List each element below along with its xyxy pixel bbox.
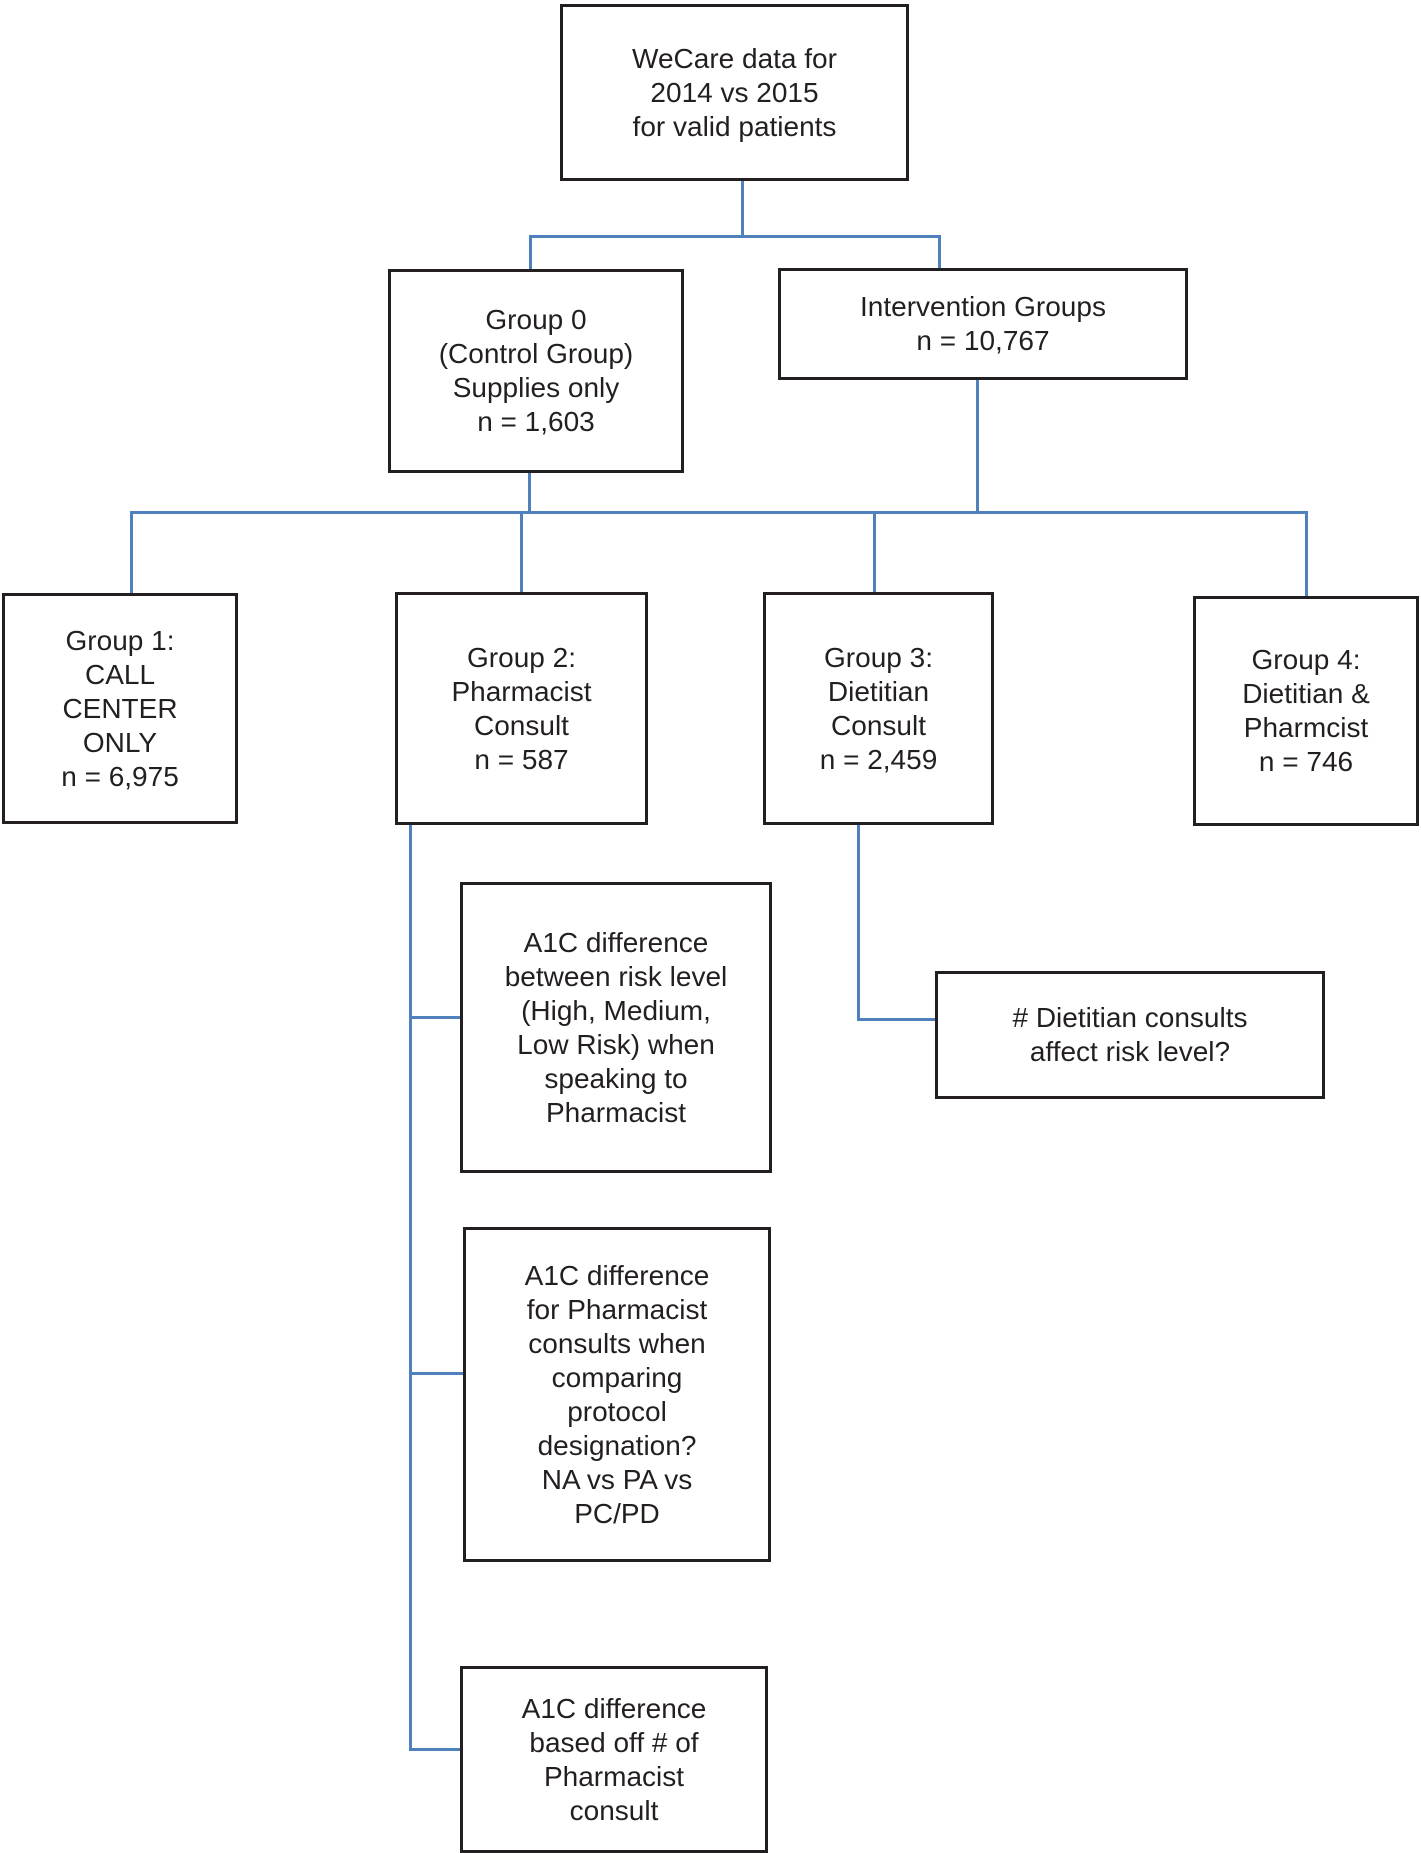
connector-q-risk-stub (409, 1016, 460, 1019)
connector-q-dietitian-stub (857, 1018, 935, 1021)
connector-group3-drop (873, 511, 876, 594)
node-question-risk-level-label: A1C difference between risk level (High,… (504, 926, 728, 1128)
node-question-num-consults-label: A1C difference based off # of Pharmacist… (521, 1692, 707, 1826)
node-intervention-groups: Intervention Groups n = 10,767 (778, 268, 1188, 380)
connector-group4-drop (1305, 511, 1308, 598)
node-group3-dietitian: Group 3: Dietitian Consult n = 2,459 (763, 592, 994, 825)
connector-level3-rail (130, 511, 1308, 514)
connector-group0-up (529, 235, 532, 271)
connector-group3-spine (857, 823, 860, 1021)
node-question-dietitian-consults: # Dietitian consults affect risk level? (935, 971, 1325, 1099)
node-question-dietitian-consults-label: # Dietitian consults affect risk level? (1012, 1002, 1248, 1067)
node-question-risk-level: A1C difference between risk level (High,… (460, 882, 772, 1173)
node-question-protocol-label: A1C difference for Pharmacist consults w… (524, 1259, 710, 1529)
node-group2-label: Group 2: Pharmacist Consult n = 587 (451, 641, 592, 775)
node-group1-label: Group 1: CALL CENTER ONLY n = 6,975 (61, 624, 179, 792)
node-intervention-label: Intervention Groups n = 10,767 (860, 291, 1106, 356)
node-question-num-consults: A1C difference based off # of Pharmacist… (460, 1666, 768, 1853)
node-question-protocol: A1C difference for Pharmacist consults w… (463, 1227, 771, 1562)
connector-group2-drop (520, 511, 523, 594)
node-group4-dietitian-pharmacist: Group 4: Dietitian & Pharmcist n = 746 (1193, 596, 1419, 826)
node-group2-pharmacist: Group 2: Pharmacist Consult n = 587 (395, 592, 648, 825)
connector-intervention-down (976, 378, 979, 514)
connector-intervention-up (938, 235, 941, 270)
node-group1-call-center: Group 1: CALL CENTER ONLY n = 6,975 (2, 593, 238, 824)
node-root: WeCare data for 2014 vs 2015 for valid p… (560, 4, 909, 181)
node-group3-label: Group 3: Dietitian Consult n = 2,459 (819, 641, 938, 775)
connector-group0-down (528, 471, 531, 514)
node-group0-control: Group 0 (Control Group) Supplies only n … (388, 269, 684, 473)
connector-level2-rail (529, 235, 941, 238)
connector-root-down (741, 181, 744, 237)
connector-q-num-stub (409, 1748, 460, 1751)
node-group4-label: Group 4: Dietitian & Pharmcist n = 746 (1242, 644, 1370, 777)
connector-q-protocol-stub (409, 1372, 463, 1375)
node-root-label: WeCare data for 2014 vs 2015 for valid p… (632, 42, 837, 142)
connector-group2-spine (409, 823, 412, 1751)
connector-group1-drop (130, 511, 133, 595)
node-group0-label: Group 0 (Control Group) Supplies only n … (438, 304, 634, 437)
